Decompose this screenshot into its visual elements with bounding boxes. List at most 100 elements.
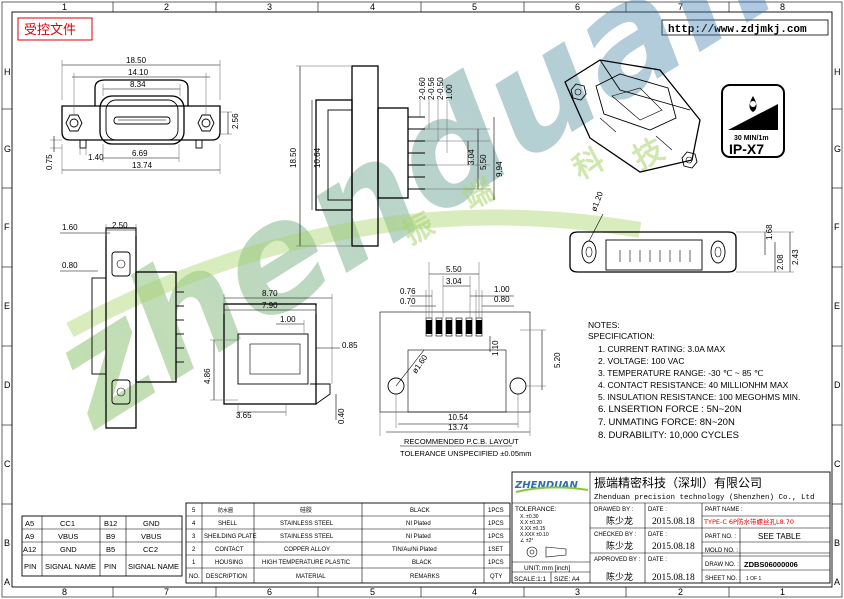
pin-header-pin-1: PIN <box>24 562 37 571</box>
dim-sec-1-00: 1.00 <box>280 315 296 324</box>
dim-sec-7-90: 7.90 <box>262 301 278 310</box>
notes-block: NOTES: SPECIFICATION: 1. CURRENT RATING:… <box>588 320 800 441</box>
dim-front-0-75: 0.75 <box>45 154 54 170</box>
bom-1-remarks: BLACK <box>412 560 432 566</box>
mold-no-label: MOLD NO. : <box>705 548 738 554</box>
pin-b9: B9 <box>106 532 115 541</box>
front-view: 18.50 14.10 8.34 2.56 0.75 1.40 6.69 13.… <box>45 56 240 174</box>
dim-side-2-0-56: 2-0.56 <box>427 77 436 100</box>
pin-a12-signal: GND <box>60 545 77 554</box>
dim-side-5-50: 5.50 <box>479 154 488 170</box>
part-no-label: PART NO. : <box>705 534 736 540</box>
note-item-3: 3. TEMPERATURE RANGE: -30 ℃ ~ 85 ℃ <box>598 368 764 378</box>
bom-2-qty: 1SET <box>488 547 503 553</box>
bom-1-qty: 1PCS <box>488 560 504 566</box>
note-item-7: 7. UNMATING FORCE: 8N~20N <box>598 417 735 428</box>
bom-3-qty: 1PCS <box>488 534 504 540</box>
bom-header-remarks: REMARKS <box>410 574 440 580</box>
dim-left-2-50: 2.50 <box>112 221 128 230</box>
dim-top-phi-1-20: ø1.20 <box>589 190 605 213</box>
bom-4-qty: 1PCS <box>488 521 504 527</box>
pin-header-signal-1: SIGNAL NAME <box>45 562 96 571</box>
note-item-6: 6. LNSERTION FORCE : 5N~20N <box>598 404 742 415</box>
bom-2-desc: CONTACT <box>215 547 244 553</box>
dim-pcb-5-20: 5.20 <box>553 352 562 368</box>
note-item-5: 5. INSULATION RESISTANCE: 100 MEGOHMS MI… <box>598 392 800 402</box>
dim-top-2-43: 2.43 <box>791 249 800 265</box>
zone-row-d-left: D <box>4 380 11 390</box>
zone-col-2-bottom: 2 <box>678 587 683 597</box>
dim-pcb-0-76: 0.76 <box>400 287 416 296</box>
zone-row-g-left: G <box>4 144 11 154</box>
bom-5-remarks: BLACK <box>410 508 430 514</box>
title-logo: ZHENDUAN <box>514 480 579 491</box>
pin-b5: B5 <box>106 545 115 554</box>
pin-b9-signal: VBUS <box>141 532 161 541</box>
dim-side-1-00: 1.00 <box>445 84 454 100</box>
note-item-4: 4. CONTACT RESISTANCE: 40 MILLIONHM MAX <box>598 380 789 390</box>
dim-front-14-10: 14.10 <box>128 68 149 77</box>
zone-row-b-right: B <box>834 538 840 548</box>
drawn-date: 2015.08.18 <box>652 517 695 527</box>
bom-4-material: STAINLESS STEEL <box>280 521 334 527</box>
tol-line-4: X.XXX ±0.10 <box>520 532 549 538</box>
bom-2-no: 2 <box>192 547 196 553</box>
zone-row-b-left: B <box>4 538 10 548</box>
pin-a9: A9 <box>25 532 34 541</box>
bom-5-material: 硅胶 <box>300 506 312 514</box>
zone-col-3-top: 3 <box>267 2 272 12</box>
bom-header-no: NO. <box>189 574 200 580</box>
pcb-layout-title: RECOMMENDED P.C.B. LAYOUT <box>404 437 519 446</box>
unit-text: UNIT: mm [inch] <box>524 565 570 572</box>
dim-top-2-08: 2.08 <box>776 254 785 270</box>
dim-pcb-13-74: 13.74 <box>448 423 469 432</box>
dim-front-13-74: 13.74 <box>132 161 153 170</box>
dim-side-10-64: 10.64 <box>313 147 322 168</box>
dim-sec-4-86: 4.86 <box>203 368 212 384</box>
bom-4-remarks: NI Plated <box>406 521 431 527</box>
bom-5-no: 5 <box>192 508 196 514</box>
approved-by-name: 陈少龙 <box>606 571 633 583</box>
isometric-view <box>564 59 701 173</box>
dim-front-1-40: 1.40 <box>88 153 104 162</box>
dim-top-1-68: 1.68 <box>765 224 774 240</box>
ip-x7-badge: 30 MIN/1m IP-X7 <box>721 84 785 158</box>
zone-labels-left: H G F E D C B A <box>4 67 11 587</box>
note-item-1: 1. CURRENT RATING: 3.0A MAX <box>598 344 726 354</box>
zone-labels-right: H G F E D C B A <box>834 67 841 587</box>
zone-col-5-top: 5 <box>472 2 477 12</box>
dim-front-6-69: 6.69 <box>132 149 148 158</box>
tol-line-3: X.XX ±0.15 <box>520 526 545 532</box>
pin-header-signal-2: SIGNAL NAME <box>128 562 179 571</box>
zone-col-4-top: 4 <box>370 2 375 12</box>
ip-rating-text: IP-X7 <box>729 141 764 157</box>
bom-header-desc: DESCRIPTION <box>206 574 247 580</box>
bom-3-remarks: NI Plated <box>406 534 431 540</box>
pcb-layout-view: 5.50 3.04 0.76 0.70 1.00 0.80 1.10 5.20 … <box>379 262 562 458</box>
controlled-doc-stamp-text: 受控文件 <box>24 23 76 38</box>
scale-text: SCALE:1:1 <box>514 576 547 583</box>
zone-col-3-bottom: 3 <box>575 587 580 597</box>
dim-sec-3-65: 3.65 <box>236 411 252 420</box>
bom-header-qty: QTY <box>490 574 502 580</box>
zone-row-g-right: G <box>834 144 841 154</box>
company-name-en: Zhenduan precision technology (Shenzhen)… <box>594 494 815 502</box>
zone-row-h-right: H <box>834 67 841 77</box>
dim-sec-0-85: 0.85 <box>342 341 358 350</box>
inner-border <box>11 11 833 588</box>
zone-row-a-right: A <box>834 577 840 587</box>
pin-a9-signal: VBUS <box>58 532 78 541</box>
part-name-value: TYPE-C 6P防水带螺丝孔L8.70 <box>703 517 794 526</box>
dim-side-3-04: 3.04 <box>467 149 476 165</box>
zone-row-c-right: C <box>834 459 841 469</box>
bom-5-desc: 防水圈 <box>218 507 233 514</box>
dim-sec-0-40: 0.40 <box>337 408 346 424</box>
zone-col-7-top: 7 <box>678 2 683 12</box>
pin-table: A5 CC1 B12 GND A9 VBUS B9 VBUS A12 GND B… <box>21 515 183 577</box>
dim-front-18-50: 18.50 <box>126 56 147 65</box>
note-item-8: 8. DURABILITY: 10,000 CYCLES <box>598 430 739 441</box>
bom-3-material: STAINLESS STEEL <box>280 534 334 540</box>
